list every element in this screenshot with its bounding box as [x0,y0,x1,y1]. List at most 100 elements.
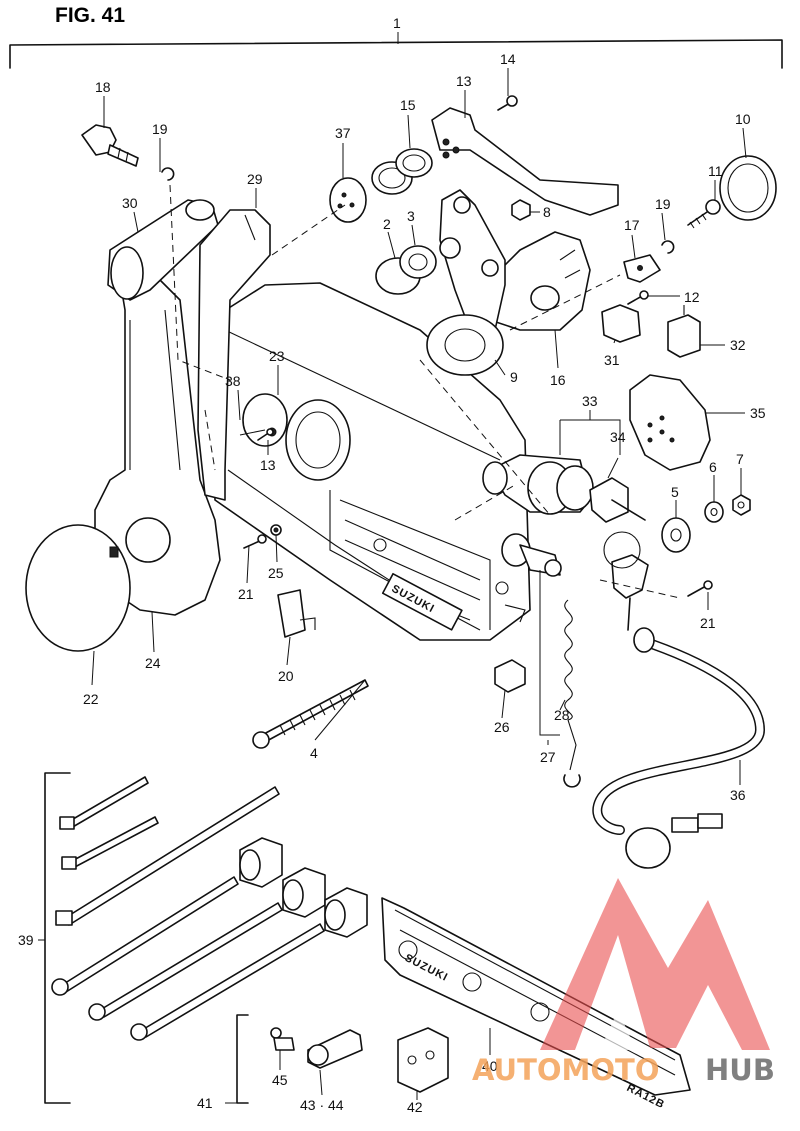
screw-12 [627,290,649,305]
throttle-arm [197,209,271,501]
callout-34: 34 [610,429,626,445]
ignition-key [589,477,646,523]
callout-42: 42 [407,1099,423,1115]
shift-cam-gear [239,393,351,481]
screw-left [243,534,267,549]
callout-17: 17 [624,217,640,233]
spacer-washer [426,314,504,376]
callout-20: 20 [278,668,294,684]
lever-cap [25,524,131,652]
callout-32: 32 [730,337,746,353]
clip [277,589,316,638]
screw-14 [497,95,518,111]
callout-31: 31 [604,352,620,368]
callout-13-top: 13 [456,73,472,89]
callout-11: 11 [708,163,723,179]
cable-ties [51,776,325,1041]
callout-26: 26 [494,719,510,735]
emergency-stop-switch [501,533,562,577]
wiring-harness [592,627,765,869]
warning-buzzer [629,374,711,471]
callout-2: 2 [383,216,391,232]
callout-36: 36 [730,787,746,803]
callout-1: 1 [393,15,401,31]
callout-29: 29 [247,171,263,187]
leader-lines [91,68,747,1100]
relay [667,305,701,358]
callout-6: 6 [709,459,717,475]
nut-8 [511,199,531,221]
callout-25: 25 [268,565,284,581]
grease-fitting [270,1027,295,1051]
bushings [375,245,437,295]
callout-12: 12 [684,289,700,305]
callout-19-left: 19 [152,121,168,137]
callout-9: 9 [510,369,518,385]
main-switch [482,454,594,515]
snap-ring [371,148,433,195]
watermark-word-a: AUTOMOTO [472,1053,659,1087]
lockout-lever [623,254,661,283]
washer-25 [270,524,282,536]
rubber-spacers [239,837,368,938]
callout-10: 10 [735,111,751,127]
callout-45: 45 [272,1072,288,1088]
callout-7: 7 [736,451,744,467]
callout-24: 24 [145,655,161,671]
callout-13-mid: 13 [260,457,276,473]
callout-14: 14 [500,51,516,67]
callout-38: 38 [225,373,241,389]
long-bolt [252,679,369,749]
callout-8: 8 [543,204,551,220]
watermark-logo [540,878,770,1050]
friction-knob [81,124,139,167]
neutral-bracket [431,107,619,216]
screw-13 [257,428,274,441]
callout-28: 28 [554,707,570,723]
callout-43-44: 43 · 44 [300,1097,344,1113]
callout-33: 33 [582,393,598,409]
e-clip-right [661,240,675,254]
callout-22: 22 [83,691,99,707]
cable-bracket [397,1027,449,1093]
lanyard [563,599,581,788]
cable-routing [169,184,681,599]
callout-40: 40 [482,1058,498,1074]
callout-41: 41 [197,1095,213,1111]
callout-19-right: 19 [655,196,671,212]
callout-27: 27 [540,749,556,765]
callout-16: 16 [550,372,566,388]
callout-4: 4 [310,745,318,761]
watermark: AUTOMOTO HUB [472,878,775,1087]
figure-title: FIG. 41 [55,4,125,27]
group-bracket-39 [38,772,71,1104]
callout-labels: 1 18 19 30 29 37 15 13 14 10 11 8 17 19 … [18,15,766,1115]
assembly-bracket [9,32,783,69]
callout-3: 3 [407,208,415,224]
watermark-word-b: HUB [705,1053,775,1087]
callout-35: 35 [750,405,766,421]
nut-7 [732,494,751,516]
group-bracket-41 [225,1014,249,1104]
screw-right [687,580,713,597]
washer-6 [704,501,724,523]
ball-joint [307,1029,363,1069]
callout-15: 15 [400,97,416,113]
callout-21-left: 21 [238,586,254,602]
e-clip-left [161,167,175,181]
grommet [661,517,691,553]
bolt-11 [687,199,721,229]
collar [329,177,367,223]
collar-ring [719,155,777,221]
callout-30: 30 [122,195,138,211]
callout-18: 18 [95,79,111,95]
callout-5: 5 [671,484,679,500]
callout-23: 23 [269,348,285,364]
neutral-switch [601,304,641,343]
callout-37: 37 [335,125,351,141]
connector-26 [494,659,526,693]
callout-21-right: 21 [700,615,716,631]
control-lever [94,199,221,616]
callout-39: 39 [18,932,34,948]
